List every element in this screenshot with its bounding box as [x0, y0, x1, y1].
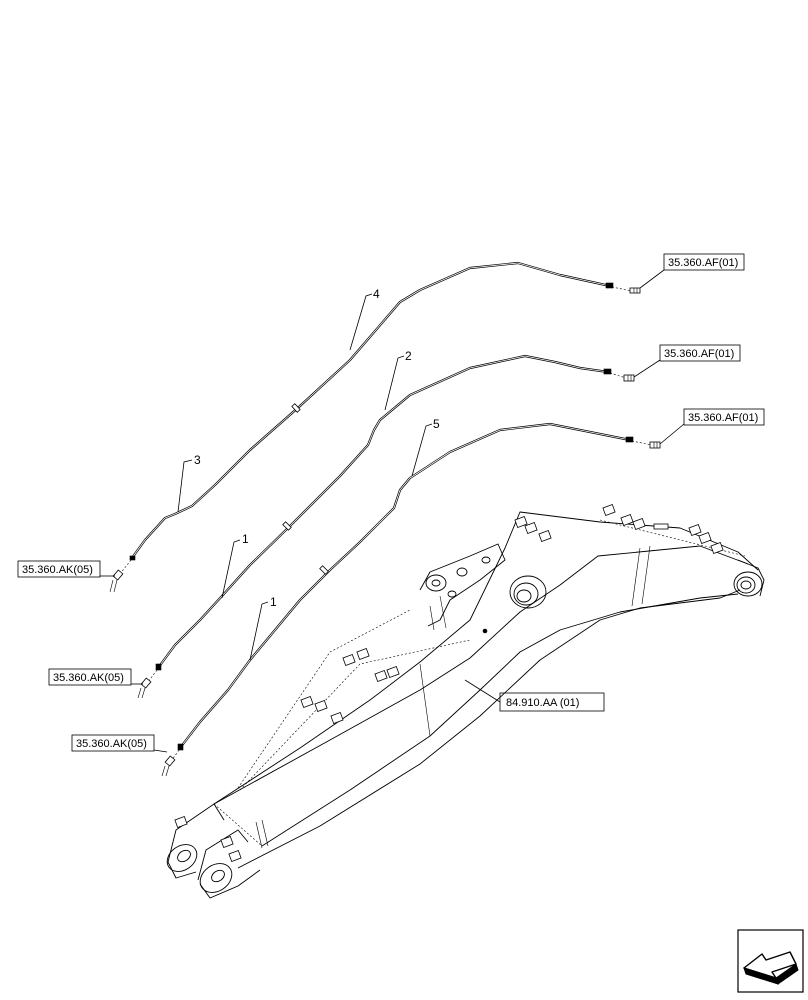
ref-af-middle[interactable]: 35.360.AF(01) [633, 344, 741, 378]
callout-3-label: 3 [194, 453, 201, 467]
ref-ak-lower[interactable]: 35.360.AK(05) [71, 734, 168, 753]
fitting-ak-top [109, 559, 132, 593]
callout-1b-label: 1 [270, 595, 277, 609]
fitting-af-lower [631, 440, 661, 449]
callout-1-middle: 1 [221, 532, 249, 599]
callout-5-label: 5 [433, 417, 440, 431]
pipe-clamps-top [514, 504, 724, 554]
fitting-ak-middle [137, 669, 158, 699]
ref-ak-middle-label: 35.360.AK(05) [53, 672, 124, 684]
fitting-af-top [611, 286, 641, 294]
callout-4: 4 [349, 287, 380, 351]
callout-1a-label: 1 [242, 532, 249, 546]
pipe-joints-lower [177, 436, 634, 751]
ref-boom-label: 84.910.AA (01) [506, 697, 579, 709]
fitting-af-middle [609, 372, 635, 382]
pipe-line-top[interactable] [130, 261, 612, 560]
pipe-joints-middle [155, 368, 612, 671]
ref-ak-lower-label: 35.360.AK(05) [76, 738, 147, 750]
ref-ak-top[interactable]: 35.360.AK(05) [17, 560, 115, 578]
callout-4-label: 4 [373, 287, 380, 301]
callout-1-lower: 1 [249, 595, 277, 661]
pipe-joints-top [129, 282, 614, 561]
arrow-navigation-icon[interactable] [737, 929, 804, 993]
excavator-boom [166, 504, 765, 899]
ref-af-lower-label: 35.360.AF(01) [688, 412, 758, 424]
pipe-line-lower[interactable] [178, 422, 632, 750]
ref-af-middle-label: 35.360.AF(01) [664, 348, 734, 360]
pipe-line-middle[interactable] [156, 354, 610, 670]
callout-3: 3 [177, 453, 201, 513]
callout-5: 5 [411, 417, 440, 477]
fitting-ak-lower [161, 749, 180, 777]
ref-af-lower[interactable]: 35.360.AF(01) [659, 408, 765, 445]
ref-ak-middle[interactable]: 35.360.AK(05) [48, 668, 143, 686]
callout-2: 2 [384, 349, 412, 411]
ref-boom[interactable]: 84.910.AA (01) [464, 679, 605, 712]
ref-ak-top-label: 35.360.AK(05) [22, 564, 93, 576]
pipe-clamps-side [174, 648, 400, 862]
callout-2-label: 2 [405, 349, 412, 363]
ref-af-top[interactable]: 35.360.AF(01) [639, 253, 745, 289]
ref-af-top-label: 35.360.AF(01) [668, 257, 738, 269]
